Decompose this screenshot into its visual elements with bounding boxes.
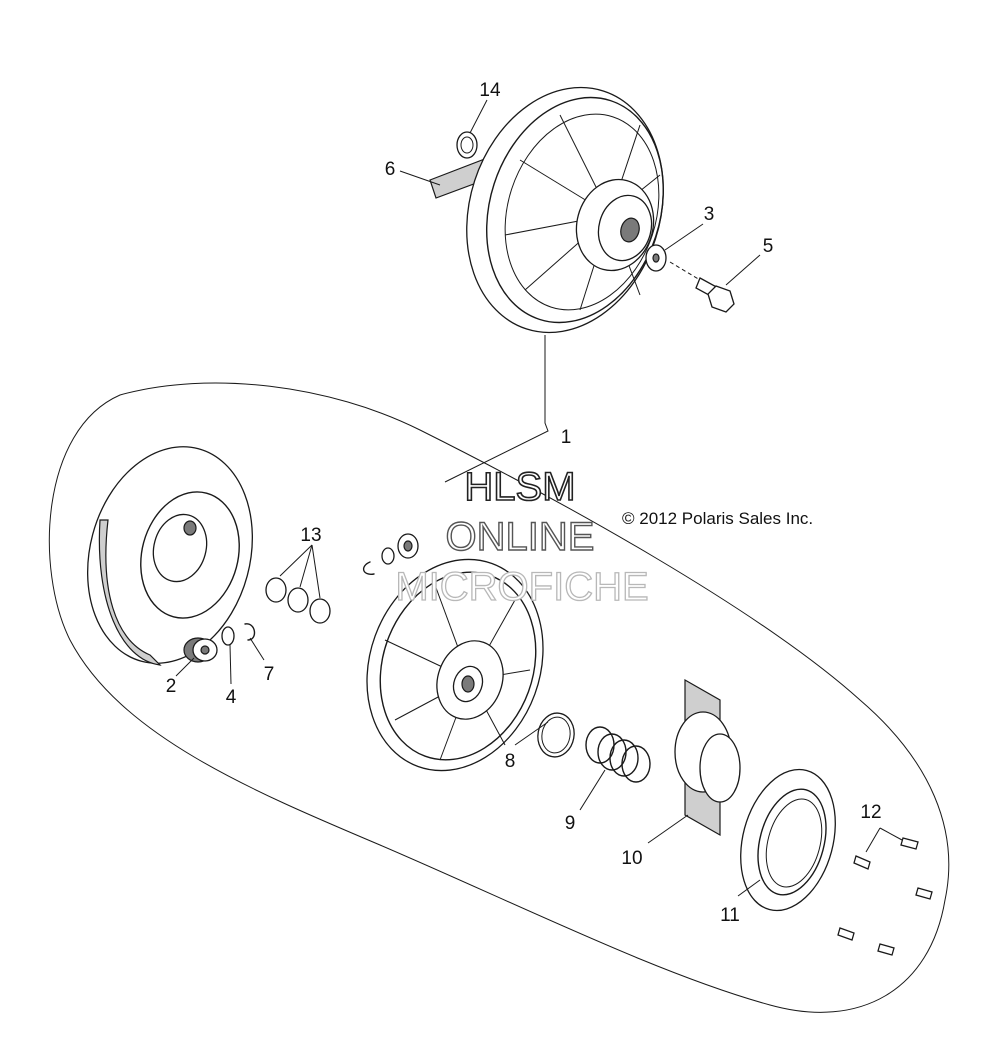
spring-9 [585,726,651,783]
callout-7: 7 [264,664,275,685]
washer-4 [221,626,235,646]
bolt-5 [669,261,735,313]
callout-8: 8 [505,751,516,772]
callout-2: 2 [166,676,177,697]
screws-12 [837,837,933,956]
watermark-line-2: ONLINE [446,515,595,559]
bushing-2 [183,637,218,663]
callout-3: 3 [704,204,715,225]
cover-plate-11 [740,768,836,912]
callout-4: 4 [226,687,237,708]
left-sheave [86,446,254,666]
copyright-text: © 2012 Polaris Sales Inc. [622,509,813,528]
clip-small [363,561,375,575]
upper-sheave [429,86,665,334]
callout-13: 13 [300,525,321,546]
belt-outline [48,382,950,1013]
leader-lines [175,99,903,897]
lower-sheave [366,558,544,772]
callout-14: 14 [479,80,501,101]
callout-12: 12 [860,802,881,823]
callout-10: 10 [621,848,642,869]
ring-8 [537,712,575,758]
callout-9: 9 [565,813,576,834]
ring-14 [456,131,478,159]
clip-7 [244,623,256,641]
watermark-line-3: MICROFICHE [395,565,648,609]
callout-6: 6 [385,159,396,180]
callout-1: 1 [561,427,572,448]
callout-5: 5 [763,236,774,257]
callout-11: 11 [720,905,740,926]
spacer-10 [674,678,741,837]
shims-13 [265,577,331,624]
watermark-line-1: HLSM [464,465,575,509]
